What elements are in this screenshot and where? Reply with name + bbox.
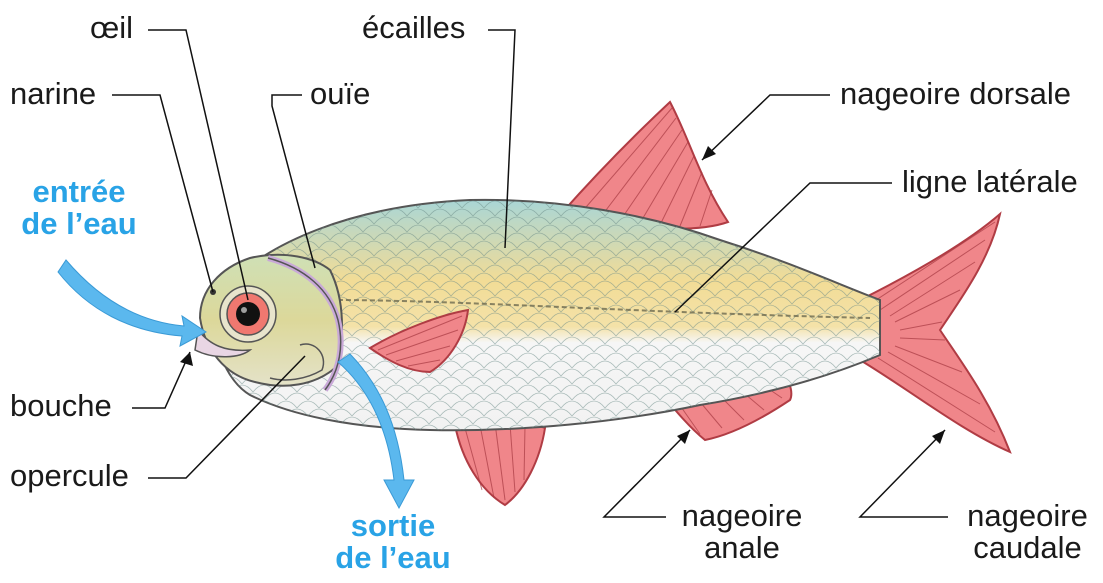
label-nageoire-caudale-line2: caudale	[955, 532, 1100, 564]
leader-caudale	[860, 430, 948, 517]
label-oeil: œil	[90, 12, 133, 44]
label-nageoire-dorsale: nageoire dorsale	[840, 78, 1071, 110]
pelvic-fin	[455, 421, 545, 505]
water-in-arrow	[58, 260, 206, 346]
label-bouche: bouche	[10, 390, 112, 422]
label-nageoire-anale: nageoire anale	[672, 500, 812, 564]
label-ecailles: écailles	[362, 12, 465, 44]
label-sortie-eau-line2: de l’eau	[318, 542, 468, 574]
label-entree-eau: entrée de l’eau	[4, 176, 154, 240]
leader-oeil	[148, 30, 248, 300]
label-entree-eau-line2: de l’eau	[4, 208, 154, 240]
label-nageoire-caudale-line1: nageoire	[955, 500, 1100, 532]
label-ouie: ouïe	[310, 78, 370, 110]
fish-eye	[220, 286, 276, 342]
label-sortie-eau-line1: sortie	[318, 510, 468, 542]
label-nageoire-caudale: nageoire caudale	[955, 500, 1100, 564]
label-narine: narine	[10, 78, 96, 110]
leader-bouche	[132, 352, 190, 408]
label-nageoire-anale-line2: anale	[672, 532, 812, 564]
label-opercule: opercule	[10, 460, 129, 492]
label-sortie-eau: sortie de l’eau	[318, 510, 468, 574]
label-ligne-laterale: ligne latérale	[902, 166, 1078, 198]
label-entree-eau-line1: entrée	[4, 176, 154, 208]
label-nageoire-anale-line1: nageoire	[672, 500, 812, 532]
caudal-fin	[860, 214, 1010, 452]
leader-dorsale	[702, 95, 830, 160]
